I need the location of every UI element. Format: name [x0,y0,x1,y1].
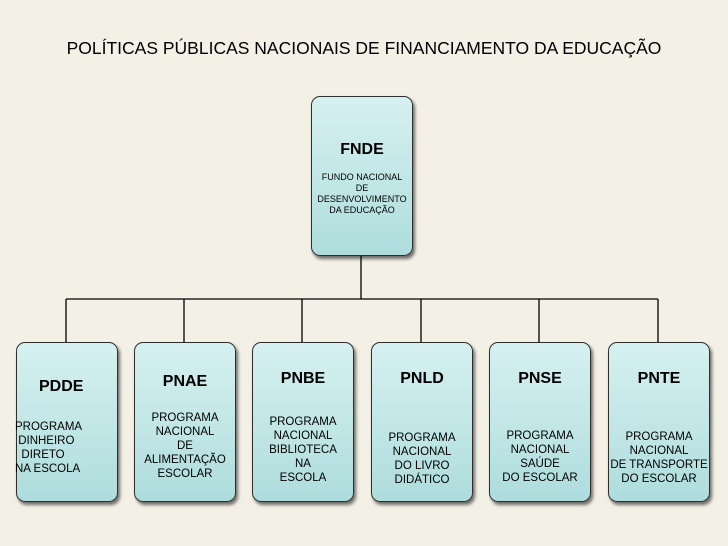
pnse-full-name: PROGRAMA NACIONAL SAÚDE DO ESCOLAR [502,430,578,484]
pnte-full-name: PROGRAMA NACIONAL DE TRANSPORTE DO ESCOL… [610,431,708,485]
pnld-box: PNLD PROGRAMA NACIONAL DO LIVRO DIDÁTICO [371,342,473,502]
pnae-abbr: PNAE [162,373,208,390]
fnde-abbr: FNDE [340,141,384,158]
pdde-box: PDDE PROGRAMA DINHEIRO DIRETO NA ESCOLA [15,342,118,502]
pnte-abbr: PNTE [637,370,681,387]
pdde-full-name: PROGRAMA DINHEIRO DIRETO NA ESCOLA [15,421,83,475]
pnae-box: PNAE PROGRAMA NACIONAL DE ALIMENTAÇÃO ES… [134,342,236,502]
fnde-box: FNDE FUNDO NACIONAL DE DESENVOLVIMENTO D… [311,96,413,256]
pnld-full-name: PROGRAMA NACIONAL DO LIVRO DIDÁTICO [388,432,456,486]
fnde-full-name: FUNDO NACIONAL DE DESENVOLVIMENTO DA EDU… [317,172,407,215]
pnld-abbr: PNLD [400,370,444,387]
page-title: POLÍTICAS PÚBLICAS NACIONAIS DE FINANCIA… [66,38,662,58]
pnae-full-name: PROGRAMA NACIONAL DE ALIMENTAÇÃO ESCOLAR [144,412,226,480]
pnbe-full-name: PROGRAMA NACIONAL BIBLIOTECA NA ESCOLA [269,416,337,484]
pnbe-box: PNBE PROGRAMA NACIONAL BIBLIOTECA NA ESC… [252,342,354,502]
pnte-box: PNTE PROGRAMA NACIONAL DE TRANSPORTE DO … [608,342,710,502]
pnse-box: PNSE PROGRAMA NACIONAL SAÚDE DO ESCOLAR [489,342,591,502]
pnse-abbr: PNSE [518,370,562,387]
pnbe-abbr: PNBE [280,370,326,387]
pdde-abbr: PDDE [39,378,84,395]
